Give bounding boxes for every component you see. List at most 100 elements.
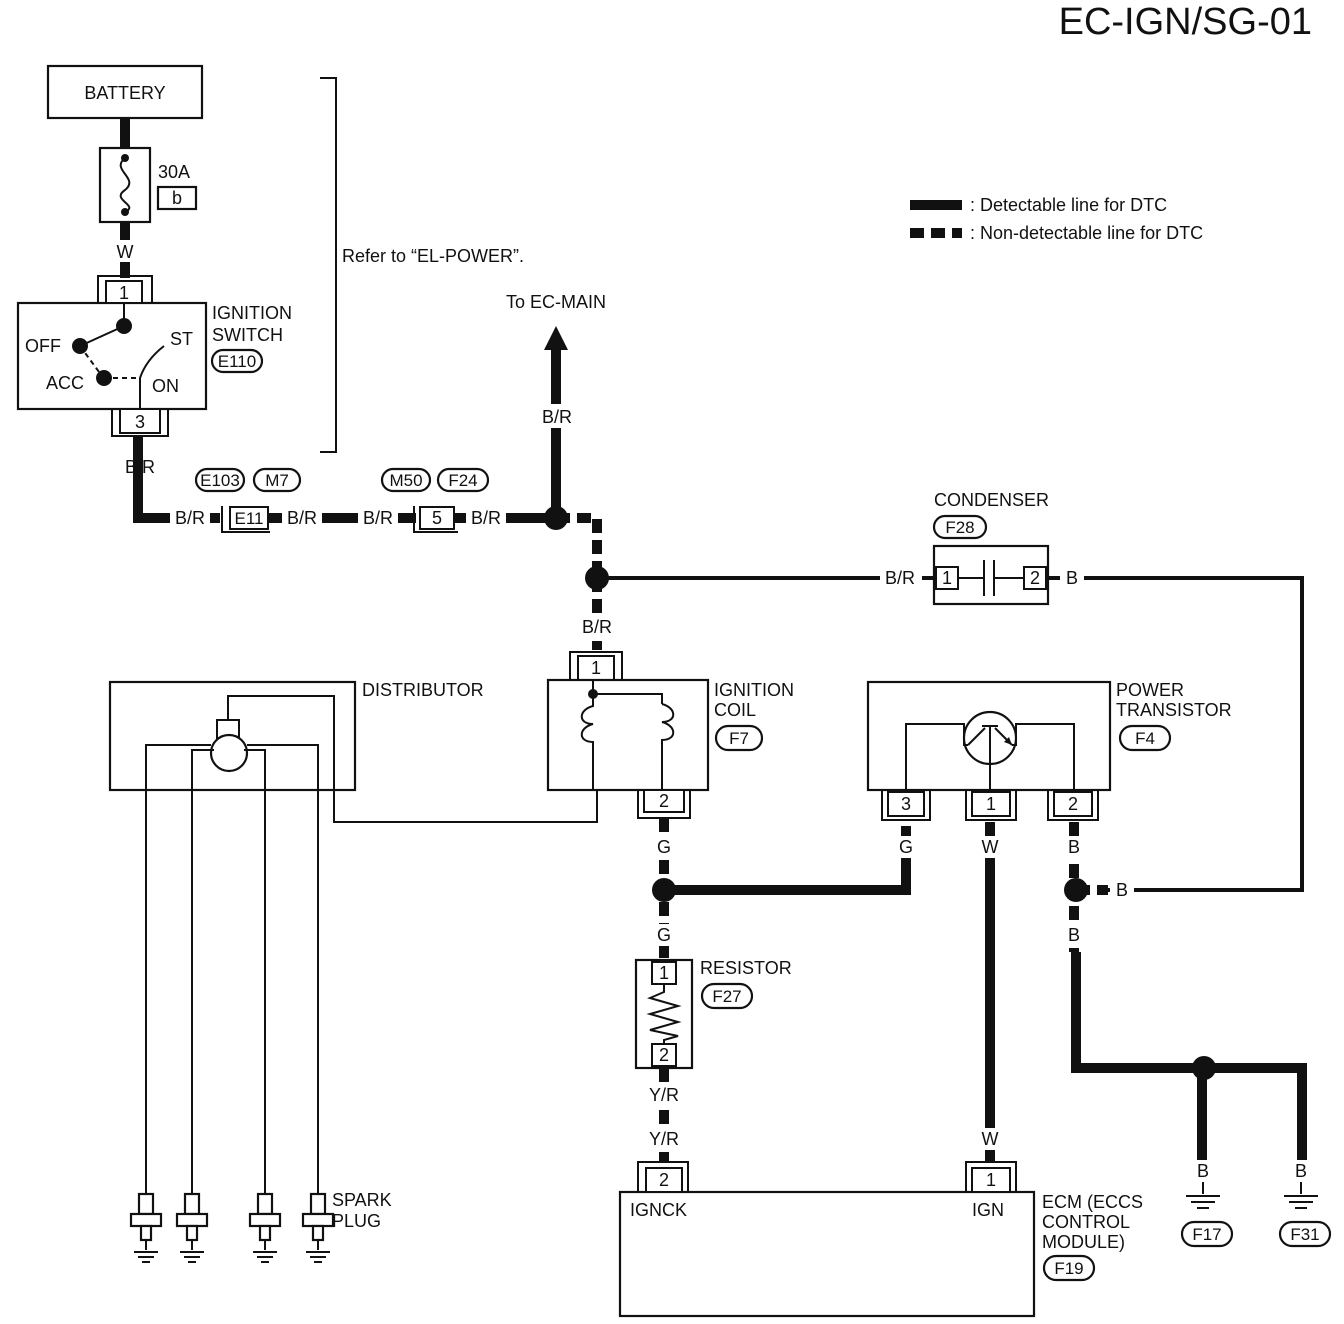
plug-wire-2 [191, 749, 214, 1194]
switch-pin-3 [119, 408, 161, 434]
ignition-switch-title-2: SWITCH [212, 325, 283, 345]
wire-label-bg [170, 508, 210, 530]
ignition-coil-title-2: COIL [714, 700, 756, 720]
coil-pin1-shell [569, 651, 623, 680]
coil-secondary-winding [661, 703, 675, 790]
distributor-coil-wire [227, 695, 598, 823]
power-transistor-title-2: TRANSISTOR [1116, 700, 1232, 720]
spark-plug-3 [248, 1192, 282, 1263]
connector-e103: E103 [200, 471, 240, 490]
switch-pin-1-label: 1 [119, 283, 129, 303]
spark-plug-title-2: PLUG [332, 1211, 381, 1231]
wire-color-g-transistor: G [899, 837, 913, 857]
wire-junction-coil-upper [556, 513, 602, 578]
ecm: 2 1 IGNCK IGN ECM (ECCS CONTROL MODULE) … [618, 1161, 1143, 1318]
fuse-rating: 30A [158, 162, 190, 182]
wire-label-bg [977, 836, 1003, 858]
spark-plug-2 [175, 1192, 209, 1263]
pt-pin-2 [1053, 791, 1093, 817]
wire-color-br-pin5-left: B/R [363, 508, 393, 528]
pt-pin3-shell [881, 790, 931, 821]
switch-on-st-arc [139, 345, 165, 409]
ignition-coil-title-1: IGNITION [714, 680, 794, 700]
battery-label: BATTERY [84, 83, 165, 103]
switch-pos-on: ON [152, 376, 179, 396]
wire-label-bg [112, 240, 138, 262]
coil-pin-2-label: 2 [659, 791, 669, 811]
ecm-pin-2 [645, 1167, 683, 1193]
wire-color-g-resistor: G [657, 925, 671, 945]
condenser-label: CONDENSER [934, 490, 1049, 510]
wire-condenser-b [1048, 576, 1304, 892]
power-transistor-title-1: POWER [1116, 680, 1184, 700]
legend-non-detectable-text: : Non-detectable line for DTC [970, 223, 1203, 243]
plug-wire-3 [244, 749, 266, 1194]
wire-color-w-top: W [117, 242, 134, 262]
wire-color-br-coil: B/R [582, 617, 612, 637]
wire-color-br-switch: B/R [125, 457, 155, 477]
ignition-switch-connector-badge [210, 348, 264, 374]
wire-color-g-coil: G [657, 837, 671, 857]
wire-color-b-junction: B [1116, 880, 1128, 900]
ignition-coil-connector: F7 [729, 729, 749, 748]
switch-pos-acc: ACC [46, 373, 84, 393]
pt-pin-1 [971, 791, 1011, 817]
ground-f17-badge [1180, 1220, 1234, 1248]
ecm-title-2: CONTROL [1042, 1212, 1130, 1232]
resistor: 1 2 RESISTOR F27 [634, 958, 792, 1070]
to-ec-main-label: To EC-MAIN [506, 292, 606, 312]
switch-connector-top-shell [97, 275, 153, 303]
spark-plug-title-1: SPARK [332, 1190, 392, 1210]
wire-color-yr-resistor: Y/R [649, 1085, 679, 1105]
wire-color-b-f31: B [1295, 1161, 1307, 1181]
ignition-switch-box [16, 301, 208, 411]
fuse-top-node [121, 154, 129, 162]
pt-pin1-shell [965, 790, 1017, 821]
power-transistor-connector: F4 [1135, 729, 1155, 748]
coil-primary-winding [580, 694, 594, 790]
resistor-pin-2-label: 2 [659, 1045, 669, 1065]
page-code: EC-IGN/SG-01 [1059, 1, 1312, 43]
resistor-pin-1-label: 1 [659, 963, 669, 983]
pt-pin-3-label: 3 [901, 794, 911, 814]
coil-pin-2 [643, 789, 685, 813]
resistor-connector-badge [700, 982, 754, 1010]
wire-b-ground-f31 [1071, 952, 1307, 1160]
legend: : Detectable line for DTC : Non-detectab… [910, 195, 1203, 243]
ground-f31: B F31 [1278, 1160, 1332, 1248]
transistor-collector-lead [905, 723, 968, 790]
fuse-id-box [156, 185, 198, 211]
wire-label-bg [1062, 924, 1086, 946]
condenser: CONDENSER F28 1 2 [932, 490, 1050, 606]
transistor-collector [967, 727, 986, 746]
connector-badge-m50 [380, 467, 432, 493]
ground-f17-label: F17 [1192, 1225, 1221, 1244]
distributor-label: DISTRIBUTOR [362, 680, 484, 700]
pt-pin-3 [887, 791, 925, 817]
junction-ground [1192, 1056, 1216, 1080]
ground-f17: B F17 [1180, 1160, 1234, 1248]
wire-label-bg [282, 508, 322, 530]
junction-g [652, 878, 676, 902]
power-transistor: POWER TRANSISTOR F4 3 1 2 [866, 680, 1232, 821]
wire-label-bg [536, 404, 578, 428]
ecm-pin2-shell [637, 1161, 689, 1192]
switch-pos-st: ST [170, 329, 193, 349]
ignition-switch-connector: E110 [218, 352, 256, 371]
wire-label-bg [358, 508, 398, 530]
connector-pin5: 5 [432, 508, 442, 528]
connector-e11: E11 [235, 509, 264, 528]
condenser-pin-2-label: 2 [1030, 568, 1040, 588]
power-transistor-connector-badge [1118, 724, 1172, 752]
ignition-coil: 1 2 IGNITION COIL F7 [546, 651, 794, 819]
wire-label-bg [1110, 880, 1134, 902]
ecm-connector-badge [1042, 1254, 1096, 1282]
condenser-pin-1-label: 1 [942, 568, 952, 588]
ecm-ignck-label: IGNCK [630, 1200, 687, 1220]
switch-pin-3-label: 3 [135, 412, 145, 432]
plug-wire-4 [247, 744, 319, 1194]
pin5-shell [413, 506, 458, 533]
connector-badge-m7 [252, 467, 302, 493]
connector-f24: F24 [448, 471, 477, 490]
